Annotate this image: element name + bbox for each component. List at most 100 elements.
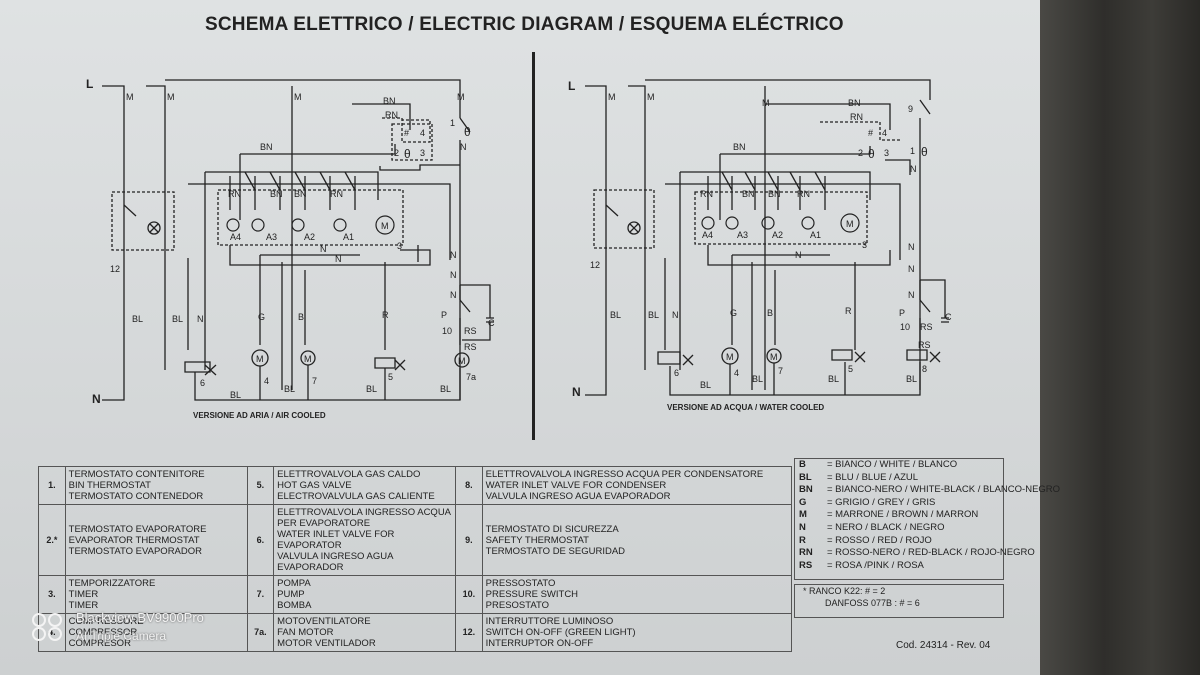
- wire-label: BN: [260, 142, 273, 152]
- component-number: 2: [858, 148, 863, 158]
- legend-number: 5.: [246, 466, 275, 505]
- wire-label: R: [382, 310, 389, 320]
- wire-label: M: [126, 92, 134, 102]
- color-description: = ROSSO / RED / ROJO: [827, 534, 932, 546]
- relay-label-a3: A3: [737, 230, 748, 240]
- component-number: 9: [908, 104, 913, 114]
- component-number: 8: [922, 364, 927, 374]
- legend-description: ELETTROVALVOLA INGRESSO ACQUA PER CONDEN…: [481, 466, 793, 505]
- color-description: = ROSSO-NERO / RED-BLACK / ROJO-NEGRO: [827, 547, 1035, 559]
- component-number: 3: [862, 240, 867, 250]
- wire-label: BL: [172, 314, 183, 324]
- thermostat-notes: * RANCO K22: # = 2 DANFOSS 077B : # = 6: [794, 584, 1004, 618]
- color-legend-item: R= ROSSO / RED / ROJO: [795, 535, 1003, 548]
- color-legend-item: BN= BIANCO-NERO / WHITE-BLACK / BLANCO-N…: [795, 484, 1060, 497]
- wire-label: M: [167, 92, 175, 102]
- wire-label: BL: [284, 384, 295, 394]
- wire-label: M: [294, 92, 302, 102]
- legend-number: 3.: [38, 575, 66, 614]
- color-legend-item: N= NERO / BLACK / NEGRO: [795, 522, 1003, 535]
- relay-label-a2: A2: [304, 232, 315, 242]
- component-number: 12: [590, 260, 600, 270]
- wire-m-top: [165, 79, 461, 118]
- component-number: 6: [200, 378, 205, 388]
- wire-label: N: [910, 164, 917, 174]
- wire-label: N: [908, 290, 915, 300]
- wire-label: BN: [733, 142, 746, 152]
- pump-symbol: M: [304, 354, 312, 364]
- legend-line: INTERRUTTORE LUMINOSO: [485, 616, 614, 627]
- color-legend-item: G = GRIGIO / GREY / GRIS: [795, 497, 1003, 510]
- camera-logo-icon: [32, 613, 62, 641]
- component-number: 10: [900, 322, 910, 332]
- color-description: = BLU / BLUE / AZUL: [827, 471, 919, 483]
- wire-label: RN: [797, 189, 810, 199]
- legend-number: 12.: [455, 613, 483, 652]
- wire-label: BL: [366, 384, 377, 394]
- component-number: 5: [388, 372, 393, 382]
- wire-label: B: [298, 312, 304, 322]
- color-code: G: [799, 496, 807, 508]
- wire-label: RS: [918, 340, 931, 350]
- color-code: RN: [799, 547, 813, 559]
- wire-label: BN: [270, 189, 283, 199]
- component-number: 7a: [466, 372, 476, 382]
- hash-symbol: #: [404, 128, 409, 138]
- wire-label: RS: [464, 326, 477, 336]
- label-l-right: L: [568, 79, 575, 93]
- color-code: M: [799, 509, 807, 521]
- legend-line: ELETTROVALVOLA INGRESSO ACQUA PER EVAPOR…: [277, 507, 451, 529]
- wire-label: B: [767, 308, 773, 318]
- wire-label: RN: [385, 110, 398, 120]
- wire-label: M: [647, 92, 655, 102]
- legend-line: VALVULA INGRESO AGUA EVAPORADOR: [485, 491, 671, 502]
- legend-line: TERMOSTATO DE SEGURIDAD: [485, 545, 626, 557]
- color-code: BN: [799, 484, 813, 496]
- wire-label: RN: [228, 189, 241, 199]
- legend-number: 6.: [246, 504, 275, 576]
- wire-label: BN: [742, 189, 755, 199]
- wire-label: BL: [440, 384, 451, 394]
- line-l-wire: [102, 85, 125, 205]
- wiring-diagram: L N M M M M BN RN BN RN BN BN RN A4 A3 A…: [86, 77, 952, 406]
- color-code: BL: [799, 471, 812, 483]
- legend-number: 10.: [455, 575, 483, 614]
- wire-label: M: [457, 92, 465, 102]
- wire-label: BL: [828, 374, 839, 384]
- color-code: B: [799, 459, 806, 470]
- color-legend-item: RS= ROSA /PINK / ROSA: [795, 560, 1003, 573]
- component-number: 4: [264, 376, 269, 386]
- legend-line: TIMER: [68, 589, 99, 600]
- background-surface: [1040, 0, 1200, 675]
- component-number: 10: [442, 326, 452, 336]
- wire-label: M: [762, 98, 770, 108]
- relay-label-a3: A3: [266, 232, 277, 242]
- theta-symbol: θ: [921, 145, 928, 159]
- component-number: 7: [312, 376, 317, 386]
- relay-label-a4: A4: [230, 232, 241, 242]
- label-l-left: L: [86, 77, 93, 91]
- legend-number: 7a.: [246, 613, 275, 652]
- legend-line: SAFETY THERMOSTAT: [485, 534, 589, 546]
- pump-symbol: M: [770, 352, 778, 362]
- component-number: 5: [848, 364, 853, 374]
- component-number: 2: [394, 148, 399, 158]
- legend-line: ELETTROVALVOLA GAS CALDO: [277, 469, 421, 480]
- legend-line: TEMPORIZZATORE: [68, 578, 156, 589]
- component-number: 4: [882, 128, 887, 138]
- wire-label: N: [908, 242, 915, 252]
- legend-line: COMPRESOR: [68, 638, 131, 649]
- legend-line: MOTOR VENTILADOR: [277, 638, 376, 649]
- page-title: SCHEMA ELETTRICO / ELECTRIC DIAGRAM / ES…: [205, 14, 844, 35]
- color-code: RS: [799, 559, 813, 571]
- wire-label: N: [908, 264, 915, 274]
- color-description: = GRIGIO / GREY / GRIS: [827, 496, 936, 508]
- legend-line: MOTOVENTILATORE: [277, 616, 371, 627]
- theta-symbol: θ: [868, 147, 875, 161]
